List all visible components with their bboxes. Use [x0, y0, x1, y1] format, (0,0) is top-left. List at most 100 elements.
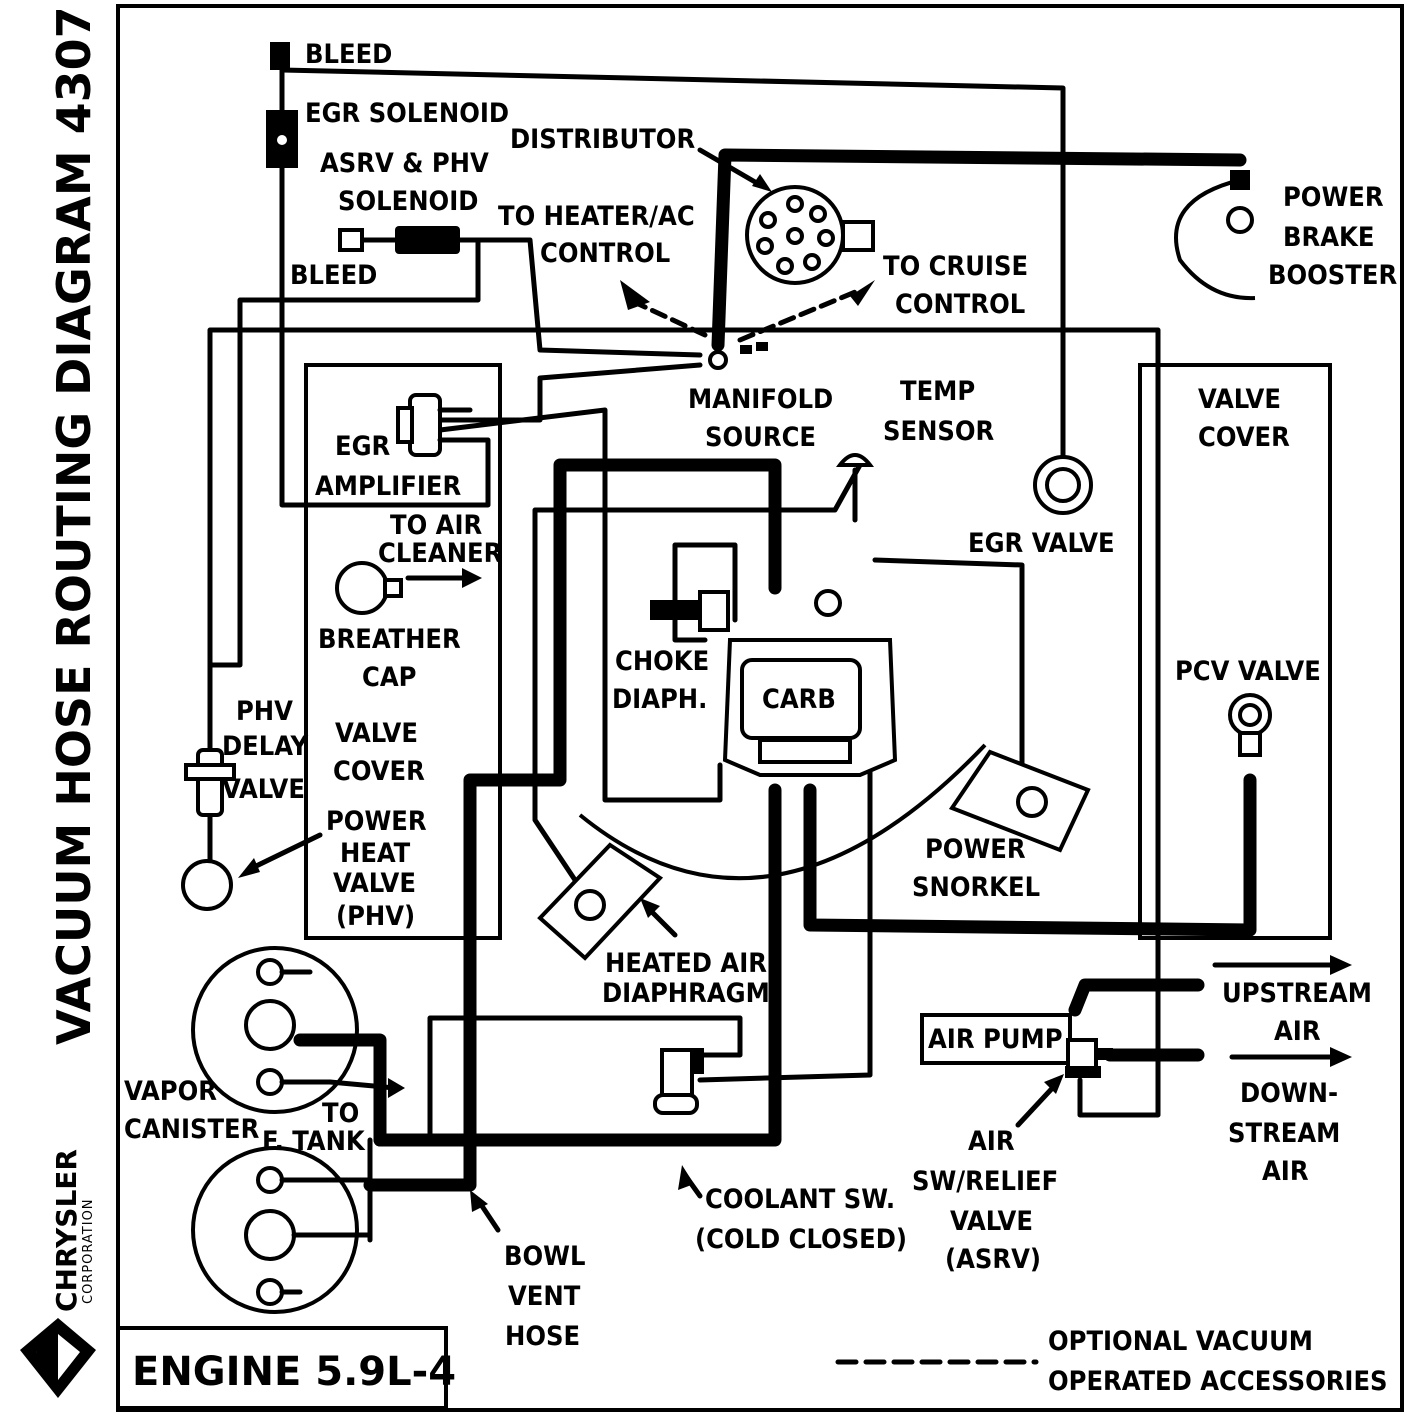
heater-control-label-2: CONTROL	[540, 238, 670, 269]
optional-hoses	[620, 280, 1039, 1365]
labels: BLEED EGR SOLENOID ASRV & PHV SOLENOID B…	[124, 39, 1397, 1352]
left-valve-cover	[304, 363, 502, 940]
right-valve-cover-label-1: VALVE	[1198, 384, 1281, 415]
bleed-top-label: BLEED	[305, 39, 392, 70]
choke-diaph-hose	[437, 407, 723, 803]
brake-booster-label-3: BOOSTER	[1268, 260, 1397, 291]
temp-sensor-heated-air-hose	[532, 462, 863, 883]
upstream-air-hose	[1068, 978, 1205, 1017]
phv-delay-valve-icon	[184, 748, 236, 817]
brake-booster-label-1: POWER	[1283, 182, 1384, 213]
fuel-tank-label-2: F. TANK	[262, 1126, 366, 1157]
power-snorkel-label-1: POWER	[925, 834, 1026, 865]
power-heat-valve-label-1: POWER	[326, 806, 427, 837]
egr-amplifier-label-2: AMPLIFIER	[315, 471, 462, 502]
power-heat-valve-label-2: HEAT	[340, 838, 411, 869]
power-snorkel-label-2: SNORKEL	[912, 872, 1040, 903]
egr-valve-label: EGR VALVE	[968, 528, 1115, 559]
thick-hoses	[293, 148, 1257, 1192]
distributor-label: DISTRIBUTOR	[510, 124, 695, 155]
air-cleaner-label-1: TO AIR	[390, 510, 482, 541]
left-valve-cover-label-2: COVER	[333, 756, 425, 787]
asrv-label-1: AIR	[968, 1126, 1015, 1157]
carb-pcv-hose	[803, 773, 1257, 937]
chrysler-pentastar-logo	[20, 1318, 96, 1398]
diagram-frame	[116, 4, 1404, 1412]
phv-pointer	[245, 832, 323, 873]
downstream-arrow-icon	[1330, 1047, 1352, 1067]
carb-canister-purge-hose	[373, 783, 782, 1147]
asrv-phv-solenoid-label-1: ASRV & PHV	[320, 148, 489, 179]
engine-box	[116, 1326, 448, 1410]
choke-diaph-label-2: DIAPH.	[612, 684, 707, 715]
bleed-left-label: BLEED	[290, 260, 377, 291]
brand-name: CHRYSLER	[50, 1149, 83, 1312]
phv-delay-label-2: DELAY	[222, 731, 308, 762]
asrv-label-2: SW/RELIEF	[912, 1166, 1058, 1197]
legend-line-2: OPERATED ACCESSORIES	[1048, 1366, 1388, 1397]
bleed-left-icon	[338, 228, 364, 252]
air-pump-label: AIR PUMP	[928, 1024, 1063, 1055]
temp-sensor-label-1: TEMP	[900, 376, 975, 407]
coolant-switch-label-2: (COLD CLOSED)	[695, 1224, 907, 1255]
breather-cap-label-2: CAP	[362, 662, 416, 693]
coolant-switch-icon	[653, 1048, 704, 1115]
egr-valve-icon	[1033, 455, 1093, 515]
manifold-source-label-1: MANIFOLD	[688, 384, 833, 415]
breather-cap-icon	[335, 561, 403, 615]
choke-diaph-label-1: CHOKE	[615, 646, 709, 677]
coolant-switch-canister-hose	[427, 1015, 743, 1138]
bowl-vent-arrow-icon	[470, 1190, 488, 1212]
pcv-valve-label: PCV VALVE	[1175, 656, 1321, 687]
distributor-arrow-icon	[752, 174, 772, 192]
brand-subtitle: CORPORATION	[81, 1198, 96, 1304]
phv-delay-label-1: PHV	[236, 696, 293, 727]
distributor-icon	[745, 185, 875, 285]
carburetor-icon	[722, 589, 898, 777]
egr-solenoid-hose	[279, 157, 491, 508]
asrv-icon	[1065, 1038, 1113, 1078]
power-brake-booster-icon	[1174, 170, 1256, 301]
egr-amplifier-icon	[396, 393, 473, 457]
solenoid-manifold-hose	[457, 237, 703, 358]
upstream-arrow-icon	[1330, 955, 1352, 975]
asrv-label-3: VALVE	[950, 1206, 1033, 1237]
downstream-air-label-1: DOWN-	[1240, 1078, 1338, 1109]
carb-label: CARB	[762, 684, 836, 715]
asrv-phv-solenoid-icon	[395, 226, 460, 254]
egr-amplifier-manifold-hose	[437, 362, 703, 423]
upstream-air-label-1: UPSTREAM	[1222, 978, 1372, 1009]
engine-label: ENGINE 5.9L-4	[132, 1349, 456, 1395]
right-valve-cover	[1138, 363, 1332, 940]
downstream-air-label-2: STREAM	[1228, 1118, 1340, 1149]
cruise-control-label-2: CONTROL	[895, 289, 1025, 320]
pcv-valve-icon	[1228, 693, 1272, 757]
manifold-source-icon	[708, 342, 768, 370]
power-snorkel-icon	[948, 749, 1091, 853]
vapor-canister-label-2: CANISTER	[124, 1114, 260, 1145]
cruise-control-label-1: TO CRUISE	[883, 251, 1028, 282]
heated-air-label-1: HEATED AIR	[605, 948, 767, 979]
tank-arrow-icon	[388, 1078, 405, 1098]
bowl-vent-label-2: VENT	[508, 1281, 581, 1312]
thin-hoses	[207, 67, 1161, 1138]
upstream-air-label-2: AIR	[1274, 1016, 1321, 1047]
heater-arrow-icon	[620, 280, 650, 310]
asrv-label-4: (ASRV)	[945, 1244, 1041, 1275]
power-heat-valve-label-3: VALVE	[333, 868, 416, 899]
left-valve-cover-label-1: VALVE	[335, 718, 418, 749]
carb-coolant-switch-hose	[697, 757, 873, 1083]
downstream-air-label-3: AIR	[1262, 1156, 1309, 1187]
right-valve-cover-label-2: COVER	[1198, 422, 1290, 453]
manifold-to-asrv-hose	[207, 327, 1161, 1118]
power-heat-valve-icon	[181, 859, 233, 911]
egr-amplifier-label-1: EGR	[335, 431, 391, 462]
power-heat-valve-label-4: (PHV)	[336, 901, 415, 932]
heated-air-diaphragm-icon	[537, 842, 664, 961]
bowl-vent-label-1: BOWL	[504, 1241, 585, 1272]
bleed-top-icon	[270, 42, 290, 70]
heated-air-label-2: DIAPHRAGM	[602, 978, 770, 1009]
coolant-switch-label-1: COOLANT SW.	[705, 1184, 895, 1215]
fuel-tank-label-1: TO	[322, 1098, 359, 1129]
